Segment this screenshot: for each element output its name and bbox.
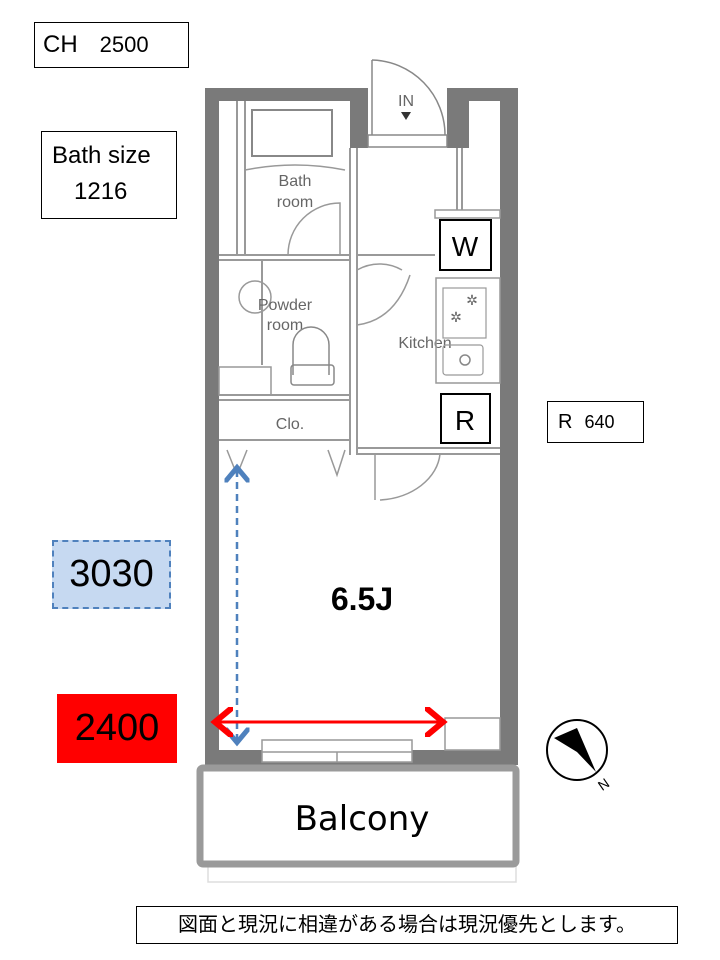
fridge-box: R xyxy=(440,393,491,444)
bathroom-label-line2: room xyxy=(277,194,313,211)
entrance-door xyxy=(367,59,448,148)
fridge-size-title: R xyxy=(558,411,573,433)
bathroom-door xyxy=(287,202,341,256)
washer-box: W xyxy=(439,219,492,271)
closet-doors xyxy=(226,449,346,478)
room-depth-label: 3030 xyxy=(52,540,171,609)
main-room-label: 6.5J xyxy=(331,581,393,617)
powder-room-label-line1: Powder xyxy=(258,297,313,314)
toilet xyxy=(292,326,330,375)
fridge-size-label: R 640 xyxy=(547,401,644,443)
bathtub xyxy=(251,109,333,157)
balcony-label: Balcony xyxy=(295,799,430,839)
svg-text:✲: ✲ xyxy=(450,309,462,325)
stove xyxy=(442,287,487,339)
fridge-size-value: 640 xyxy=(584,412,615,432)
ceiling-height-value: 2500 xyxy=(99,32,149,57)
balcony xyxy=(196,764,520,868)
kitchen-counter xyxy=(435,277,501,384)
ceiling-height-label: CH 2500 xyxy=(34,22,189,68)
ceiling-height-title: CH xyxy=(43,31,78,58)
compass-north-label: N xyxy=(595,775,612,794)
compass-icon: N xyxy=(546,719,612,794)
sink xyxy=(442,344,484,376)
washer-label: W xyxy=(452,231,479,262)
powder-room-label-line2: room xyxy=(267,317,303,334)
disclaimer-note: 図面と現況に相違がある場合は現況優先とします。 xyxy=(136,906,678,944)
entrance-label: IN xyxy=(398,93,414,110)
room-door xyxy=(374,453,441,501)
fridge-label: R xyxy=(455,405,475,436)
bath-size-title: Bath size xyxy=(52,142,151,169)
room-width-label: 2400 xyxy=(57,694,177,763)
entrance-arrow-icon xyxy=(401,112,411,120)
bathroom-label-line1: Bath xyxy=(279,173,312,190)
kitchen-label: Kitchen xyxy=(398,335,451,352)
closet-label: Clo. xyxy=(276,416,304,433)
kitchen-door xyxy=(356,263,411,326)
svg-text:✲: ✲ xyxy=(466,292,478,308)
washbasin xyxy=(238,280,272,314)
balcony-window xyxy=(261,739,413,763)
bath-size-value: 1216 xyxy=(74,178,128,205)
bath-size-label: Bath size 1216 xyxy=(41,131,177,219)
